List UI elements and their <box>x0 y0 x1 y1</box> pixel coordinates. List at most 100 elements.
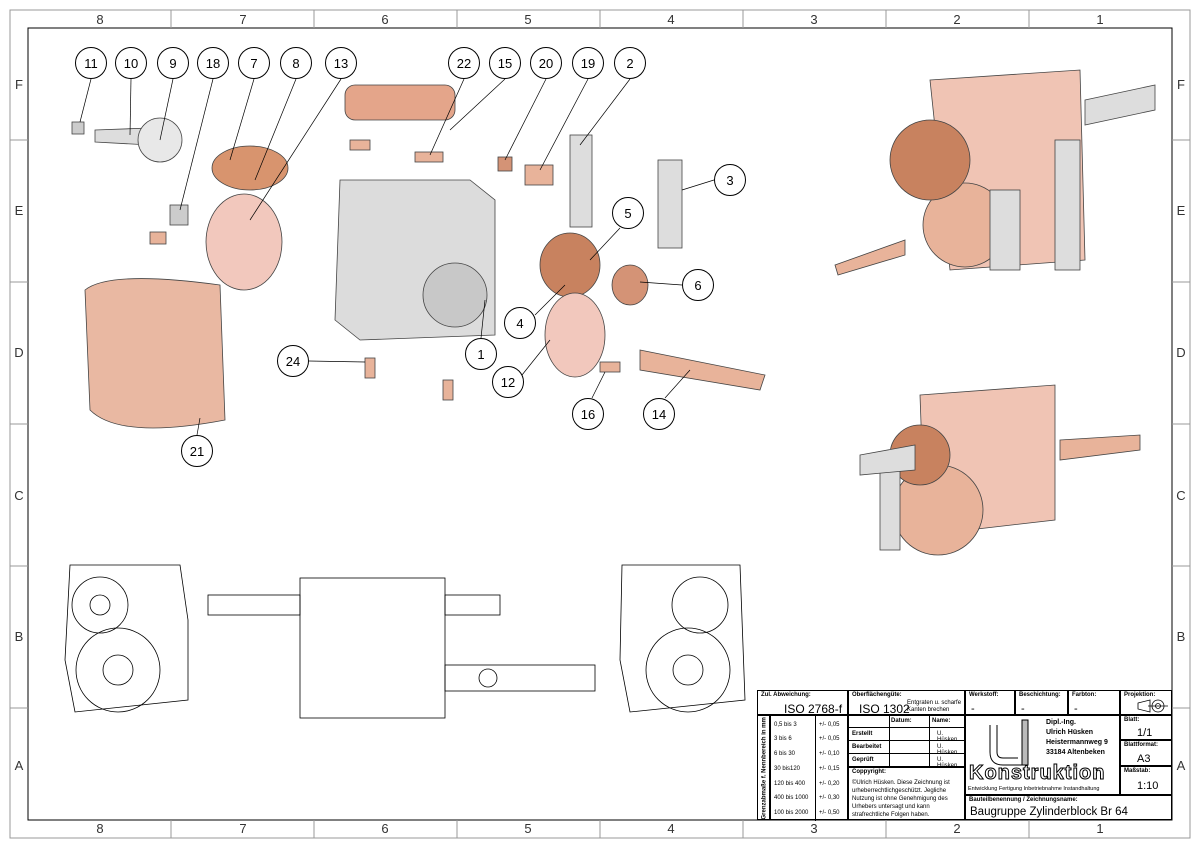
color-value: - <box>1074 703 1078 715</box>
range-cell: 0,5 bis 3 <box>774 722 797 728</box>
created-name: U. Hüsken <box>937 731 958 743</box>
tolerance-value: ISO 2768-f <box>784 702 843 716</box>
range-cell: 100 bis 2000 <box>774 810 809 816</box>
balloon-6: 6 <box>682 269 714 301</box>
zone-col-6-bottom: 6 <box>381 821 389 836</box>
balloon-20: 20 <box>530 47 562 79</box>
balloon-10: 10 <box>115 47 147 79</box>
balloon-7: 7 <box>238 47 270 79</box>
zone-row-a: A <box>14 758 24 773</box>
range-label: Grenzabmaße f. Nennbereich in mm <box>761 717 768 820</box>
sheet-value: 1/1 <box>1137 727 1153 739</box>
zone-col-1-bottom: 1 <box>1096 821 1104 836</box>
tol-cell: +/- 0,20 <box>819 781 840 787</box>
date-label: Datum: <box>891 718 912 724</box>
zone-row-f-right: F <box>1177 77 1185 92</box>
balloon-16: 16 <box>572 398 604 430</box>
sheet-label: Blatt: <box>1124 717 1140 723</box>
zone-col-3: 3 <box>810 12 818 27</box>
zone-col-2-bottom: 2 <box>953 821 961 836</box>
balloon-18: 18 <box>197 47 229 79</box>
created-label: Erstellt <box>852 731 873 737</box>
zone-col-7-bottom: 7 <box>239 821 247 836</box>
balloon-15: 15 <box>489 47 521 79</box>
tol-cell: +/- 0,10 <box>819 751 840 757</box>
company-logo <box>989 719 1029 766</box>
drawing-name: Baugruppe Zylinderblock Br 64 <box>970 806 1128 818</box>
zone-row-e-right: E <box>1176 203 1186 218</box>
range-cell: 400 bis 1000 <box>774 795 809 801</box>
checked-name: U. Hüsken <box>937 757 958 769</box>
tol-cell: +/- 0,05 <box>819 722 840 728</box>
balloon-5: 5 <box>612 197 644 229</box>
range-cell: 30 bis120 <box>774 766 801 772</box>
color-label: Farbton: <box>1072 692 1097 698</box>
coating-value: - <box>1021 703 1025 715</box>
material-label: Werkstoff: <box>969 692 999 698</box>
zone-col-8: 8 <box>96 12 104 27</box>
copyright-label: Coppyright: <box>852 769 886 775</box>
zone-col-8-bottom: 8 <box>96 821 104 836</box>
zone-row-a-right: A <box>1176 758 1186 773</box>
balloon-2: 2 <box>614 47 646 79</box>
logo-text: Konstruktion <box>968 762 1106 785</box>
zone-row-f: F <box>15 77 23 92</box>
zone-row-e: E <box>14 203 24 218</box>
zone-col-6: 6 <box>381 12 389 27</box>
ortho-views <box>64 564 746 719</box>
company-street: Heistermannweg 9 <box>1046 739 1108 746</box>
surface-note: Entgraten u. scharfe Kanten brechen <box>907 700 962 713</box>
balloon-9: 9 <box>157 47 189 79</box>
checked-label: Geprüft <box>852 757 874 763</box>
exploded-parts <box>71 84 766 429</box>
copyright-text: ©Ulrich Hüsken. Diese Zeichnung ist urhe… <box>852 780 950 818</box>
balloon-13: 13 <box>325 47 357 79</box>
balloon-1: 1 <box>465 338 497 370</box>
zone-row-c-right: C <box>1176 488 1186 503</box>
balloon-8: 8 <box>280 47 312 79</box>
tolerance-label: Zul. Abweichung: <box>761 692 811 698</box>
zone-col-3-bottom: 3 <box>810 821 818 836</box>
company-name: Ulrich Hüsken <box>1046 729 1094 736</box>
balloon-19: 19 <box>572 47 604 79</box>
company-title: Dipl.-Ing. <box>1046 719 1076 726</box>
balloon-22: 22 <box>448 47 480 79</box>
drawing-name-label: Bauteilbenennung / Zeichnungsname: <box>969 797 1078 803</box>
balloon-3: 3 <box>714 164 746 196</box>
company-city: 33184 Altenbeken <box>1046 749 1105 756</box>
projection-label: Projektion: <box>1124 692 1156 698</box>
coating-label: Beschichtung: <box>1019 692 1061 698</box>
zone-col-4: 4 <box>667 12 675 27</box>
zone-col-4-bottom: 4 <box>667 821 675 836</box>
tolerance-table: 0,5 bis 3 +/- 0,05 3 bis 6 +/- 0,05 6 bis … <box>770 715 848 821</box>
balloon-14: 14 <box>643 398 675 430</box>
balloon-21: 21 <box>181 435 213 467</box>
tol-cell: +/- 0,05 <box>819 736 840 742</box>
tol-cell: +/- 0,30 <box>819 795 840 801</box>
range-cell: 3 bis 6 <box>774 736 792 742</box>
logo-tagline: Entwicklung Fertigung Inbetriebnahme Ins… <box>968 786 1100 792</box>
zone-col-1: 1 <box>1096 12 1104 27</box>
balloon-4: 4 <box>504 307 536 339</box>
edited-label: Bearbeitet <box>852 744 882 750</box>
tol-cell: +/- 0,50 <box>819 810 840 816</box>
range-cell: 120 bis 400 <box>774 781 806 787</box>
range-cell: 6 bis 30 <box>774 751 796 757</box>
surface-label: Oberflächengüte: <box>852 692 902 698</box>
zone-col-5: 5 <box>524 12 532 27</box>
zone-col-2: 2 <box>953 12 961 27</box>
scale-label: Maßstab: <box>1124 768 1151 774</box>
zone-row-b: B <box>14 629 24 644</box>
balloon-11: 11 <box>75 47 107 79</box>
format-label: Blattformat: <box>1124 742 1158 748</box>
zone-row-d: D <box>14 345 24 360</box>
company-box: Dipl.-Ing. Ulrich Hüsken Heistermannweg … <box>965 715 1120 795</box>
iso-views <box>834 69 1156 556</box>
tol-cell: +/- 0,15 <box>819 766 840 772</box>
zone-col-7: 7 <box>239 12 247 27</box>
zone-col-5-bottom: 5 <box>524 821 532 836</box>
material-value: - <box>971 703 975 715</box>
